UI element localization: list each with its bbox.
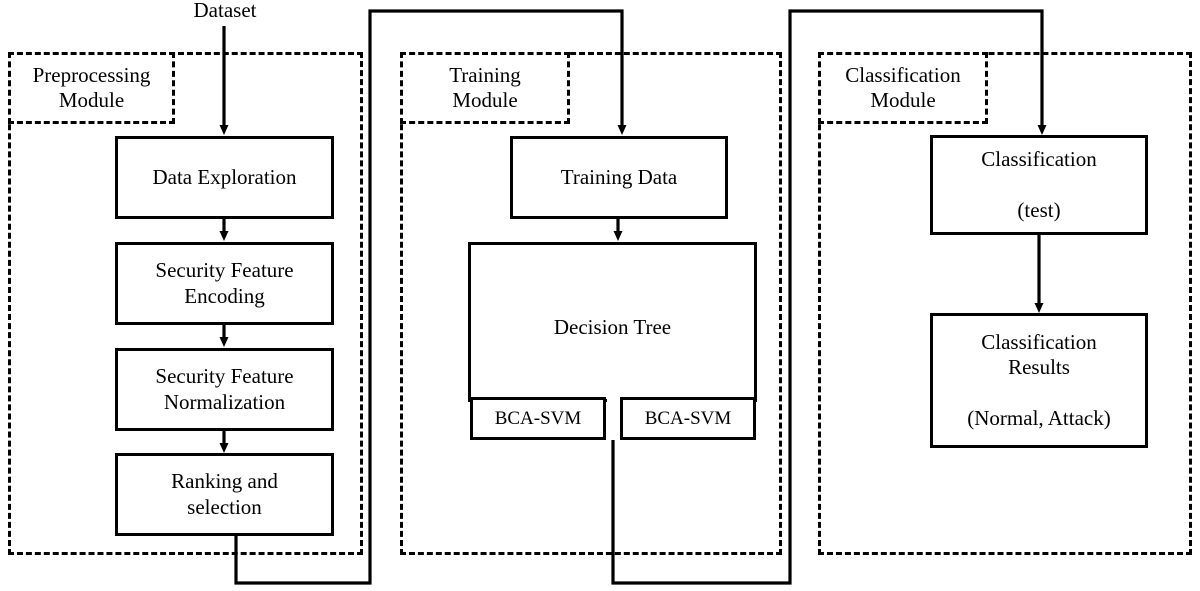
node-data-exploration[interactable]: Data Exploration <box>115 136 334 219</box>
module-classification-label-line2: Module <box>870 88 936 112</box>
node-classification-results-line1b: Results <box>1008 354 1070 379</box>
node-training-data[interactable]: Training Data <box>510 136 728 219</box>
node-classification-test-line2: (test) <box>1017 198 1061 222</box>
module-classification <box>818 52 1192 555</box>
node-ranking-and-selection[interactable]: Ranking and selection <box>115 453 334 536</box>
leaf-bca-svm-left-label: BCA-SVM <box>494 407 582 429</box>
node-classification-results-line2: (Normal, Attack) <box>967 406 1111 431</box>
leaf-bca-svm-right[interactable]: BCA-SVM <box>620 397 756 440</box>
module-preprocessing-label-line1: Preprocessing <box>32 63 151 88</box>
node-decision-tree-label: Decision Tree <box>553 315 672 339</box>
node-security-feature-normalization[interactable]: Security Feature Normalization <box>115 348 334 431</box>
node-security-feature-normalization-line2: Normalization <box>163 389 286 414</box>
decision-tree-notch-mask <box>607 396 621 406</box>
module-training <box>400 52 782 555</box>
module-classification-label-line1: Classification <box>845 63 961 88</box>
node-training-data-label: Training Data <box>560 164 678 189</box>
dataset-entry-label: Dataset <box>193 0 257 22</box>
module-training-label-line2: Module <box>452 88 518 112</box>
leaf-bca-svm-left[interactable]: BCA-SVM <box>470 397 606 440</box>
node-security-feature-encoding-line2: Encoding <box>184 283 265 308</box>
node-classification-results-line1: Classification <box>981 329 1097 354</box>
node-classification-results[interactable]: Classification Results (Normal, Attack) <box>930 313 1148 448</box>
module-preprocessing-label: Preprocessing Module <box>8 52 175 124</box>
node-security-feature-encoding-line1: Security Feature <box>155 258 294 283</box>
module-classification-label: Classification Module <box>818 52 988 124</box>
module-preprocessing <box>8 52 363 555</box>
leaf-bca-svm-right-label: BCA-SVM <box>644 407 732 429</box>
node-ranking-and-selection-line1: Ranking and <box>171 469 278 494</box>
node-security-feature-normalization-line1: Security Feature <box>155 364 294 389</box>
module-training-label-line1: Training <box>449 63 521 88</box>
node-data-exploration-label: Data Exploration <box>152 164 297 189</box>
node-security-feature-encoding[interactable]: Security Feature Encoding <box>115 242 334 325</box>
node-classification-test[interactable]: Classification (test) <box>930 135 1148 235</box>
node-classification-test-line1: Classification <box>981 146 1097 171</box>
node-ranking-and-selection-line2: selection <box>187 494 262 519</box>
module-preprocessing-label-line2: Module <box>58 88 125 112</box>
module-training-label: Training Module <box>400 52 570 124</box>
